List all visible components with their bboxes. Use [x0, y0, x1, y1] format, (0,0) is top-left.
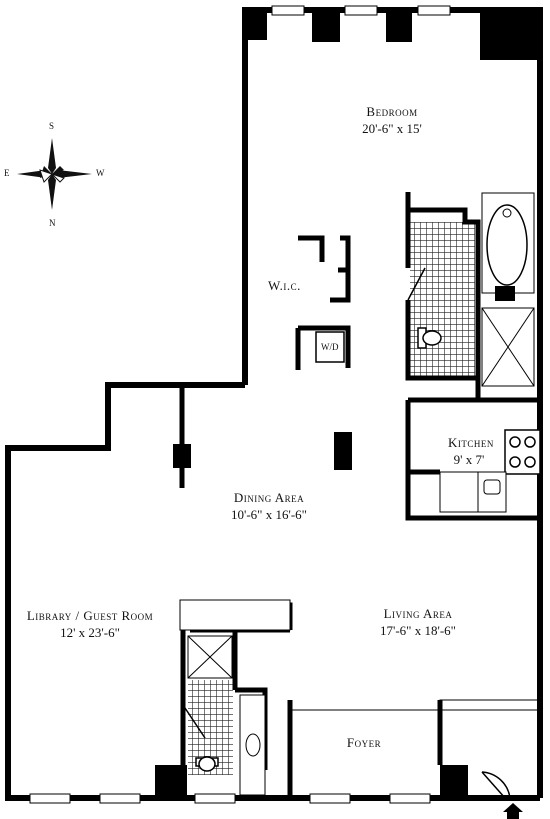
bath-door-lower [182, 704, 206, 739]
wd-label: W/D [321, 342, 339, 352]
foyer-label: Foyer [347, 735, 381, 750]
columns [155, 10, 540, 798]
compass-rose: S W N E [4, 121, 105, 228]
library-label: Library / Guest Room [27, 608, 153, 623]
toilet-upper [417, 327, 442, 349]
living-dims: 17'-6" x 18'-6" [380, 623, 456, 638]
bedroom-dims: 20'-6" x 15' [362, 121, 422, 136]
bedroom-label: Bedroom [366, 104, 417, 119]
compass-n-label: N [49, 218, 56, 228]
tub-upper [481, 192, 535, 301]
kitchen-stove [504, 429, 541, 475]
wic-label: W.i.c. [268, 278, 301, 293]
toilet-lower [195, 756, 219, 772]
foyer-closets [179, 599, 541, 711]
entry-arrow-icon [503, 803, 523, 819]
compass-s-label: S [49, 121, 54, 131]
exterior-walls [5, 7, 543, 801]
shower-lower [187, 635, 233, 679]
kitchen-dims: 9' x 7' [454, 452, 485, 467]
washer-dryer: W/D [315, 331, 345, 363]
kitchen-counter [439, 471, 507, 513]
entry-door [481, 771, 511, 799]
compass-e-label: E [4, 168, 10, 178]
dining-dims: 10'-6" x 16'-6" [231, 507, 307, 522]
windows [29, 5, 451, 804]
sink-lower [239, 694, 266, 796]
compass-w-label: W [96, 168, 105, 178]
kitchen-label: Kitchen [448, 435, 494, 450]
library-dims: 12' x 23'-6" [60, 625, 120, 640]
bath-door-upper [407, 267, 426, 301]
living-label: Living Area [384, 606, 453, 621]
bath-tile-floor-upper [410, 222, 475, 378]
dining-label: Dining Area [234, 490, 304, 505]
shower-upper [481, 307, 535, 387]
